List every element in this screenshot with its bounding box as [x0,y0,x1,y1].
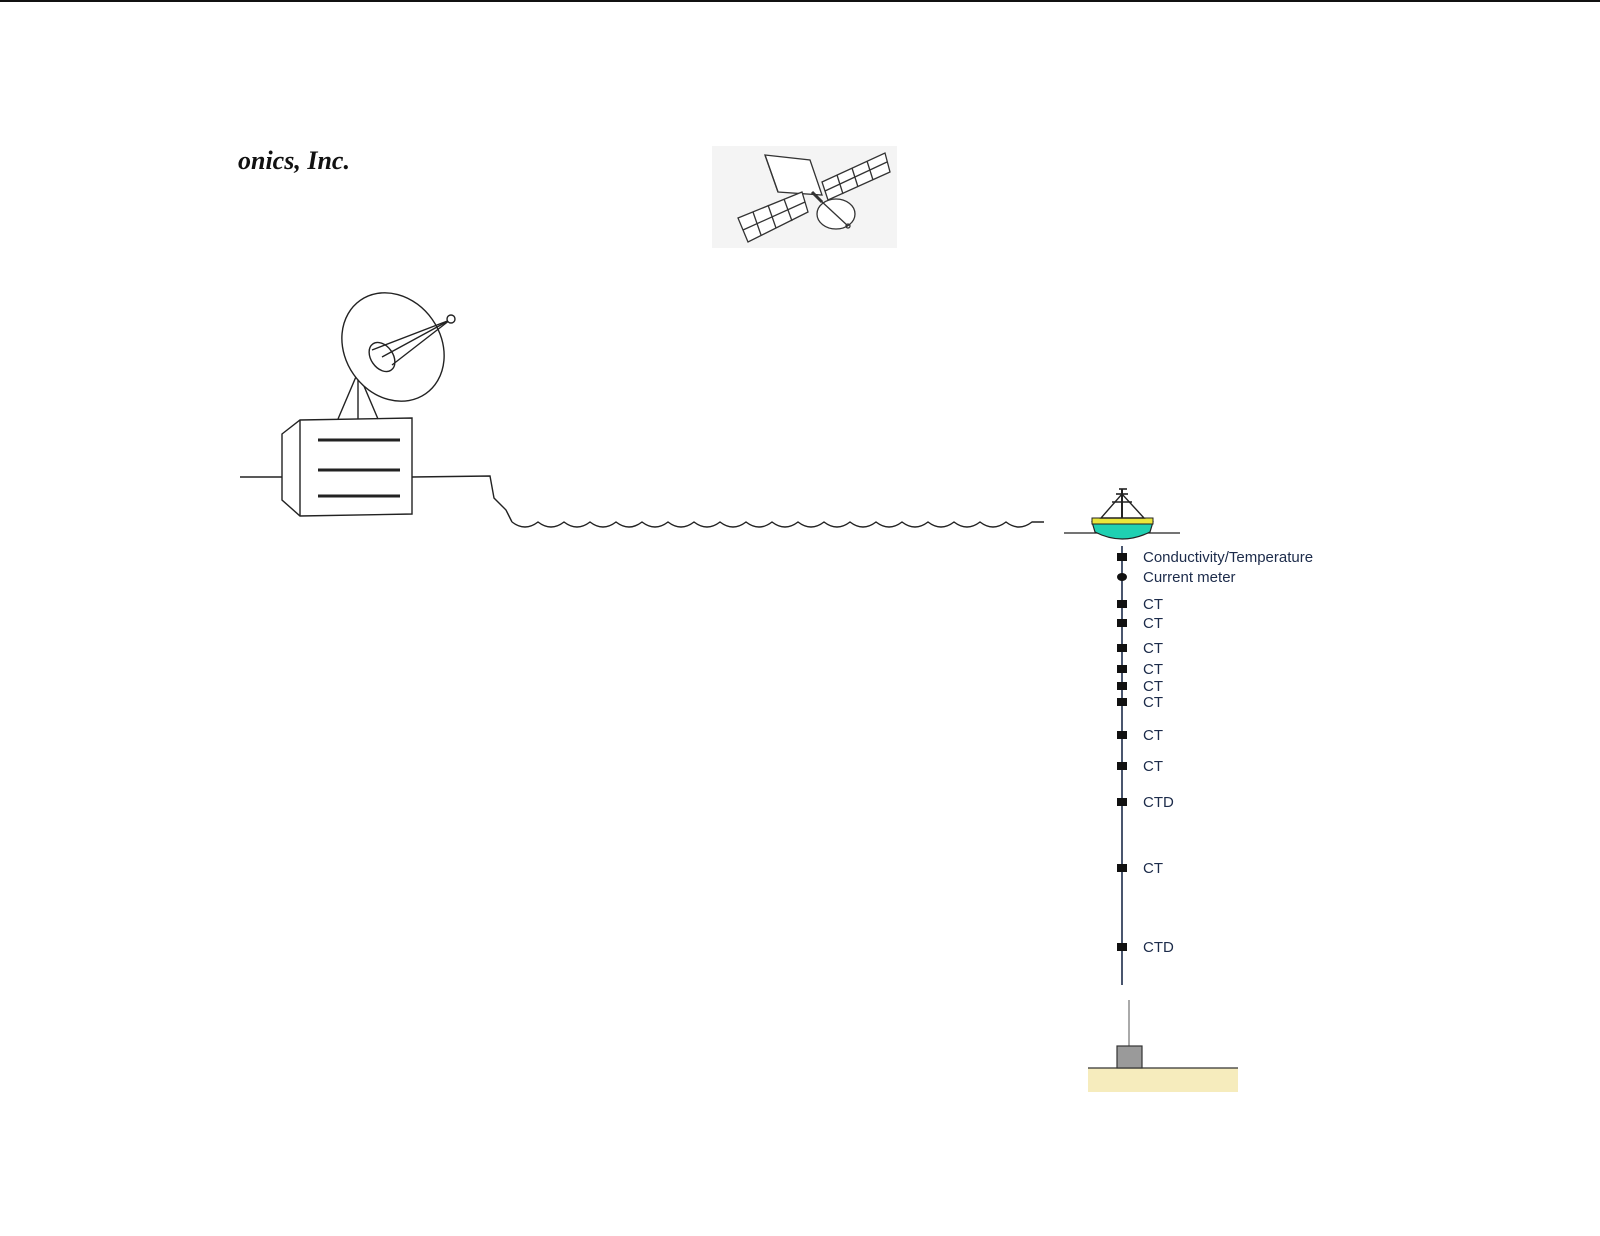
instrument-marker [1117,864,1127,872]
instrument-label: Current meter [1143,569,1236,586]
instrument-marker [1117,665,1127,673]
buoy-icon [1064,488,1180,540]
seafloor [1088,1068,1238,1092]
instrument-label: CTD [1143,939,1174,956]
instrument-label: CT [1143,596,1163,613]
ocean-surface [511,521,1044,528]
top-rule [0,0,1600,2]
instrument-marker [1117,943,1127,951]
instrument-label: CT [1143,640,1163,657]
instrument-label: CT [1143,758,1163,775]
instrument-marker [1117,698,1127,706]
instrument-label: Conductivity/Temperature [1143,549,1313,566]
instrument-label: CT [1143,694,1163,711]
instrument-label: CT [1143,661,1163,678]
instrument-marker [1117,573,1127,581]
instrument-label: CT [1143,615,1163,632]
instrument-label: CTD [1143,794,1174,811]
instrument-marker [1117,682,1127,690]
instrument-marker [1117,762,1127,770]
instrument-marker [1117,644,1127,652]
satellite-icon [712,146,897,248]
company-name: onics, Inc. [238,146,350,175]
anchor-block [1116,1045,1143,1069]
instrument-marker [1117,731,1127,739]
instrument-marker [1117,798,1127,806]
instrument-label: CT [1143,727,1163,744]
instrument-label: CT [1143,860,1163,877]
ground-station-icon [240,292,513,523]
instrument-label: CT [1143,678,1163,695]
instrument-marker [1117,553,1127,561]
instrument-marker [1117,619,1127,627]
instrument-marker [1117,600,1127,608]
